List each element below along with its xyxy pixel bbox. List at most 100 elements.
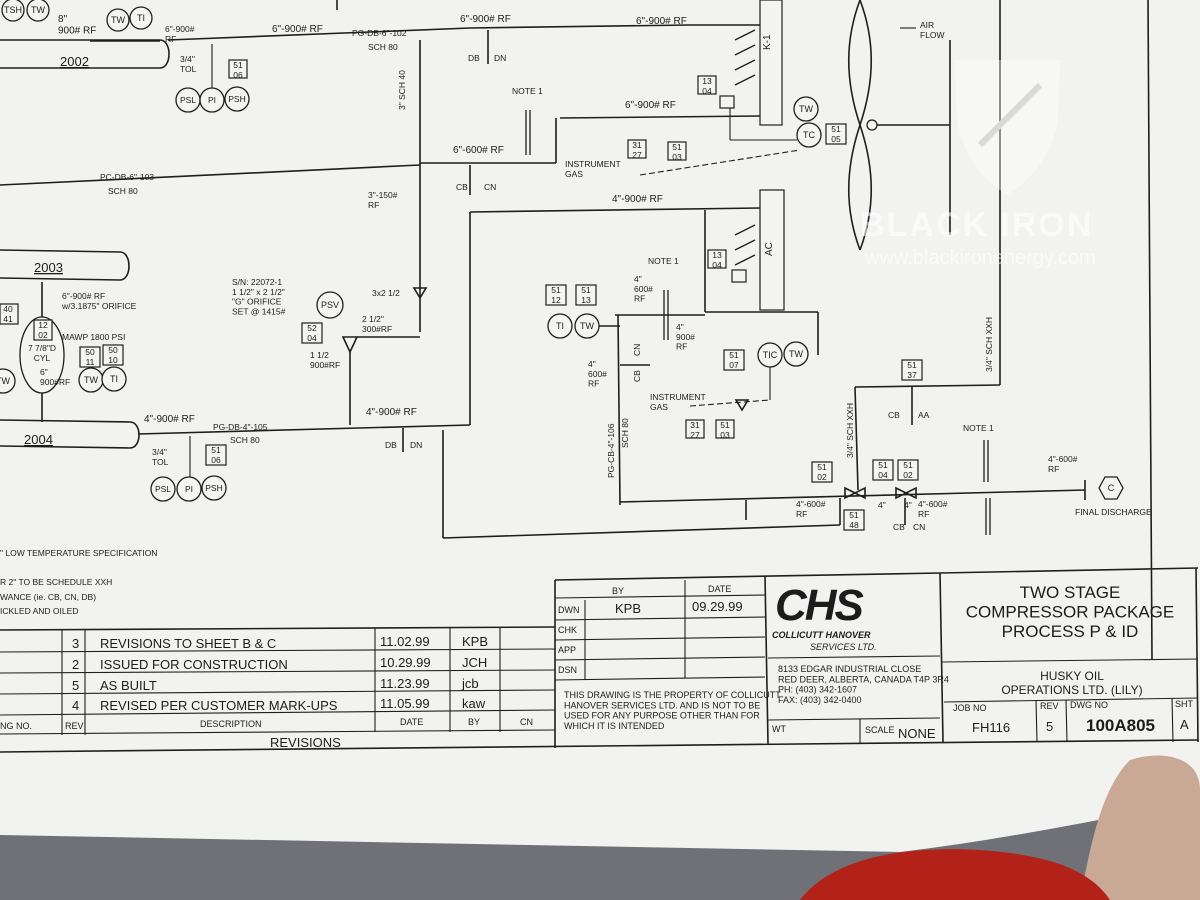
xxh-down xyxy=(854,386,859,491)
job-no-value: FH116 xyxy=(972,720,1010,735)
dwg-no-label: DWG NO xyxy=(1070,700,1108,710)
pipe-105 xyxy=(137,424,471,435)
rating-l: 4"-600#RF xyxy=(796,499,826,519)
tsh-label: TSH xyxy=(4,5,22,15)
rev-value: 5 xyxy=(1046,719,1053,734)
pi-bubble xyxy=(199,87,225,113)
ac-hatch-a xyxy=(734,224,756,236)
ti-m-label: TI xyxy=(110,374,118,384)
sht-label: SHT xyxy=(1175,699,1194,709)
cn-label: CN xyxy=(484,182,496,192)
rev-row-1-by: KPB xyxy=(462,634,488,649)
header-2003 xyxy=(0,249,130,281)
k1-hatch-d xyxy=(734,29,756,41)
title-divider xyxy=(941,658,1199,663)
check-valve-b xyxy=(895,486,917,500)
ti-m-bubble xyxy=(101,366,127,392)
line-102: PG-DB-6"-102 xyxy=(352,28,407,38)
rating-900b: 4"900#RF xyxy=(676,322,695,352)
drawing-border-right xyxy=(1147,0,1153,661)
tb-bottom xyxy=(0,739,1199,753)
rev-label-line xyxy=(0,729,556,735)
rating-2002a: 6"-900#RF xyxy=(165,24,195,44)
rev-row-3-desc: AS BUILT xyxy=(100,678,157,693)
rev-header-line xyxy=(0,709,556,716)
tag-5010-box xyxy=(102,344,124,366)
final-discharge-label: FINAL DISCHARGE xyxy=(1075,507,1152,517)
pipe-final xyxy=(619,489,1086,503)
tag-3127b-box xyxy=(685,419,705,439)
wt-label: WT xyxy=(772,724,786,734)
tag-5103a-box xyxy=(667,141,687,161)
appr-dsn-role: DSN xyxy=(558,665,577,675)
psl2-label: PSL xyxy=(155,484,171,494)
ti-label: TI xyxy=(137,13,145,23)
cooler-ac xyxy=(759,189,785,311)
tag-5011-box xyxy=(79,346,101,368)
dn2-label: DN xyxy=(410,440,422,450)
rev-header-rev: REV xyxy=(65,721,84,731)
company-sub: SERVICES LTD. xyxy=(810,642,877,652)
cn-v-label: CN xyxy=(632,344,642,356)
line-105: PG-DB-4"-105 xyxy=(213,422,268,432)
tag-5103b-box xyxy=(715,419,735,439)
title-left xyxy=(939,572,944,743)
tw-tic-label: TW xyxy=(789,349,803,359)
rating-2004: 4"-900# RF xyxy=(144,414,195,425)
rev-header-by: BY xyxy=(468,717,480,727)
tw-tic-bubble xyxy=(783,341,809,367)
tag-5113-box xyxy=(575,284,597,306)
psl2-bubble xyxy=(150,476,176,502)
sch80b-label: SCH 80 xyxy=(108,186,138,196)
rating-600: 4"600#RF xyxy=(634,274,653,304)
psh-bubble xyxy=(224,86,250,112)
ti-r-label: TI xyxy=(556,321,564,331)
rev-header-cn: CN xyxy=(520,717,533,727)
final-c-label: C xyxy=(1108,483,1115,493)
tw-r-label: TW xyxy=(580,321,594,331)
cn3-label: CN xyxy=(913,522,925,532)
tw-top-bubble xyxy=(793,96,819,122)
rating-mid1: 6"-900# RF xyxy=(625,100,676,111)
k1-label: K-1 xyxy=(762,34,773,50)
rating-150: 3"-150#RF xyxy=(368,190,398,210)
pipe-103 xyxy=(0,164,421,186)
rating-mid2: 6"-600# RF xyxy=(453,145,504,156)
pi2-label: PI xyxy=(185,484,193,494)
header-2002 xyxy=(0,39,170,69)
appr-right xyxy=(764,575,769,745)
sch80-label: SCH 80 xyxy=(368,42,398,52)
title-right xyxy=(1195,567,1199,743)
tw-m-bubble xyxy=(0,368,16,394)
tol2-label: 3/4"TOL xyxy=(152,447,169,467)
sch-xxh-b: 3/4" SCH XXH xyxy=(845,403,855,458)
return-bottom xyxy=(442,524,841,539)
note1c-label: NOTE 1 xyxy=(963,423,994,433)
tc-actuator xyxy=(719,95,735,109)
db-label: DB xyxy=(468,53,480,63)
rating-top-right: 6"-900# RF xyxy=(460,14,511,25)
fan-blade-b xyxy=(847,0,873,251)
tag-5102a-box xyxy=(811,461,833,483)
rating-4-900: 4"-900# RF xyxy=(612,194,663,205)
header-2004 xyxy=(0,419,140,449)
title-top xyxy=(939,567,1199,574)
job-col-1 xyxy=(1035,699,1038,743)
rev-row-1 xyxy=(0,648,556,653)
scale-label: SCALE xyxy=(865,725,895,735)
check-valve-a xyxy=(844,486,866,500)
appr-row-4 xyxy=(554,676,766,681)
appr-dwn-date: 09.29.99 xyxy=(692,599,743,614)
